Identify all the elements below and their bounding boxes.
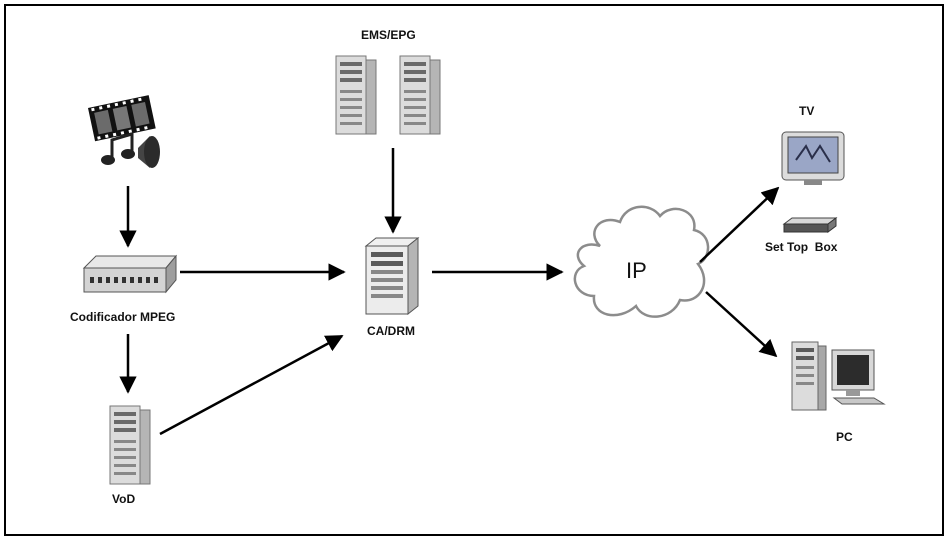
arrow-ip-to-tv <box>699 186 780 263</box>
label-ems-epg: EMS/EPG <box>361 28 416 42</box>
ems-epg-server-2-icon <box>399 55 441 135</box>
label-vod: VoD <box>112 492 136 506</box>
label-codificador-mpeg: Codificador MPEG <box>70 310 176 324</box>
ca-drm-server-icon <box>364 236 420 316</box>
vod-server-icon <box>109 405 151 485</box>
mpeg-encoder-icon <box>82 254 178 294</box>
label-set-top-box: Set Top Box <box>765 240 838 254</box>
tv-icon <box>781 131 845 185</box>
ems-epg-server-1-icon <box>335 55 377 135</box>
label-ca-drm: CA/DRM <box>367 324 415 338</box>
pc-icon <box>791 341 886 411</box>
set-top-box-icon <box>782 217 838 233</box>
arrow-vod-to-cadrm <box>159 334 344 436</box>
film-reel-speaker-icon <box>88 95 160 168</box>
label-tv: TV <box>799 104 815 118</box>
cloud-icon <box>573 205 710 318</box>
label-ip: IP <box>626 258 647 283</box>
label-pc: PC <box>836 430 853 444</box>
diagram-border <box>4 4 944 536</box>
arrow-ip-to-pc <box>705 291 778 358</box>
